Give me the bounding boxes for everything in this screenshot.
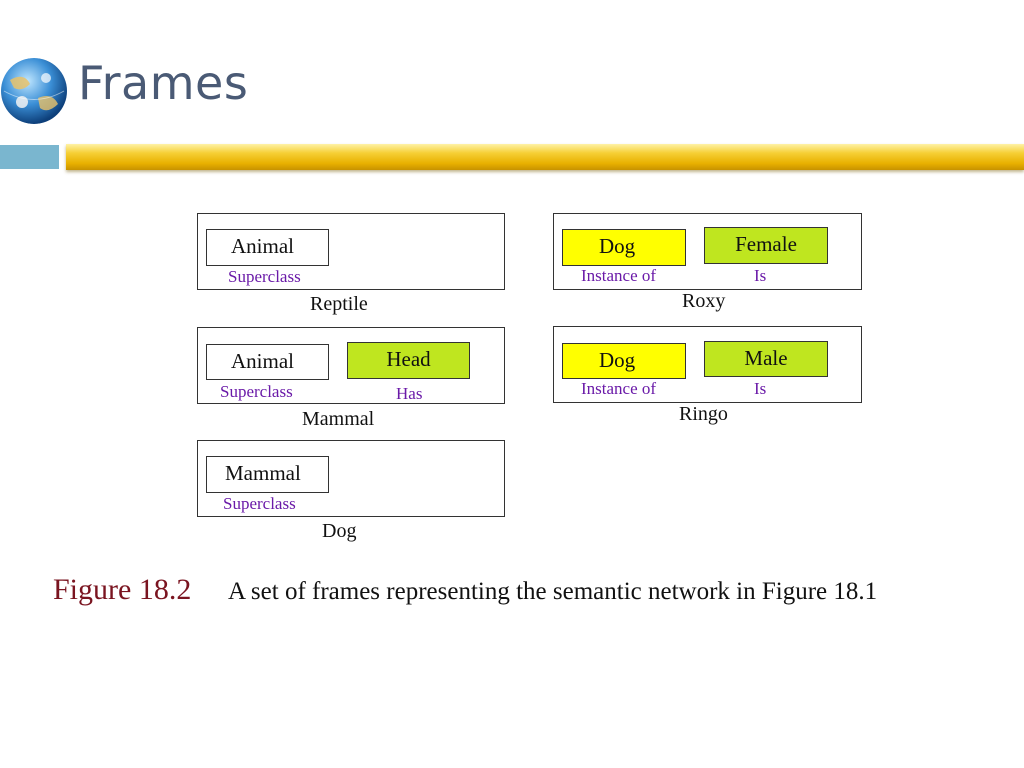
frame-name-mammal: Mammal bbox=[302, 408, 375, 430]
frame-name-dog: Dog bbox=[322, 520, 357, 542]
slot-value: Dog bbox=[562, 343, 686, 379]
slot-value: Head bbox=[347, 342, 470, 379]
slide-title: Frames bbox=[78, 56, 249, 110]
slot-relation: Instance of bbox=[581, 379, 657, 398]
frame-reptile: Animal Superclass bbox=[197, 213, 505, 290]
logo-globe-icon bbox=[0, 58, 68, 124]
slot-value: Animal bbox=[206, 229, 329, 266]
slot-relation: Superclass bbox=[223, 494, 296, 513]
slot-value: Animal bbox=[206, 344, 329, 380]
frame-name-roxy: Roxy bbox=[682, 290, 726, 312]
slot-value: Mammal bbox=[206, 456, 329, 493]
slot-relation: Has bbox=[396, 384, 423, 403]
slot-value: Dog bbox=[562, 229, 686, 266]
accent-tab bbox=[0, 145, 59, 169]
title-underline-bar bbox=[66, 144, 1024, 170]
slot-relation: Superclass bbox=[220, 382, 293, 401]
slot-relation: Superclass bbox=[228, 267, 301, 286]
frame-mammal: Animal Superclass Head Has bbox=[197, 327, 505, 404]
frame-dog: Mammal Superclass bbox=[197, 440, 505, 517]
slot-value: Female bbox=[704, 227, 828, 264]
slot-relation: Instance of bbox=[581, 266, 657, 285]
slot-relation: Is bbox=[754, 379, 767, 398]
slot-value: Male bbox=[704, 341, 828, 377]
slot-relation: Is bbox=[754, 266, 767, 285]
caption-figure-number: Figure 18.2 bbox=[53, 573, 192, 606]
globe-icon bbox=[1, 58, 67, 124]
frame-ringo: Dog Instance of Male Is bbox=[553, 326, 862, 403]
caption-text: A set of frames representing the semanti… bbox=[228, 578, 878, 605]
frame-roxy: Dog Instance of Female Is bbox=[553, 213, 862, 290]
frame-name-ringo: Ringo bbox=[679, 403, 728, 425]
frame-name-reptile: Reptile bbox=[310, 293, 368, 315]
